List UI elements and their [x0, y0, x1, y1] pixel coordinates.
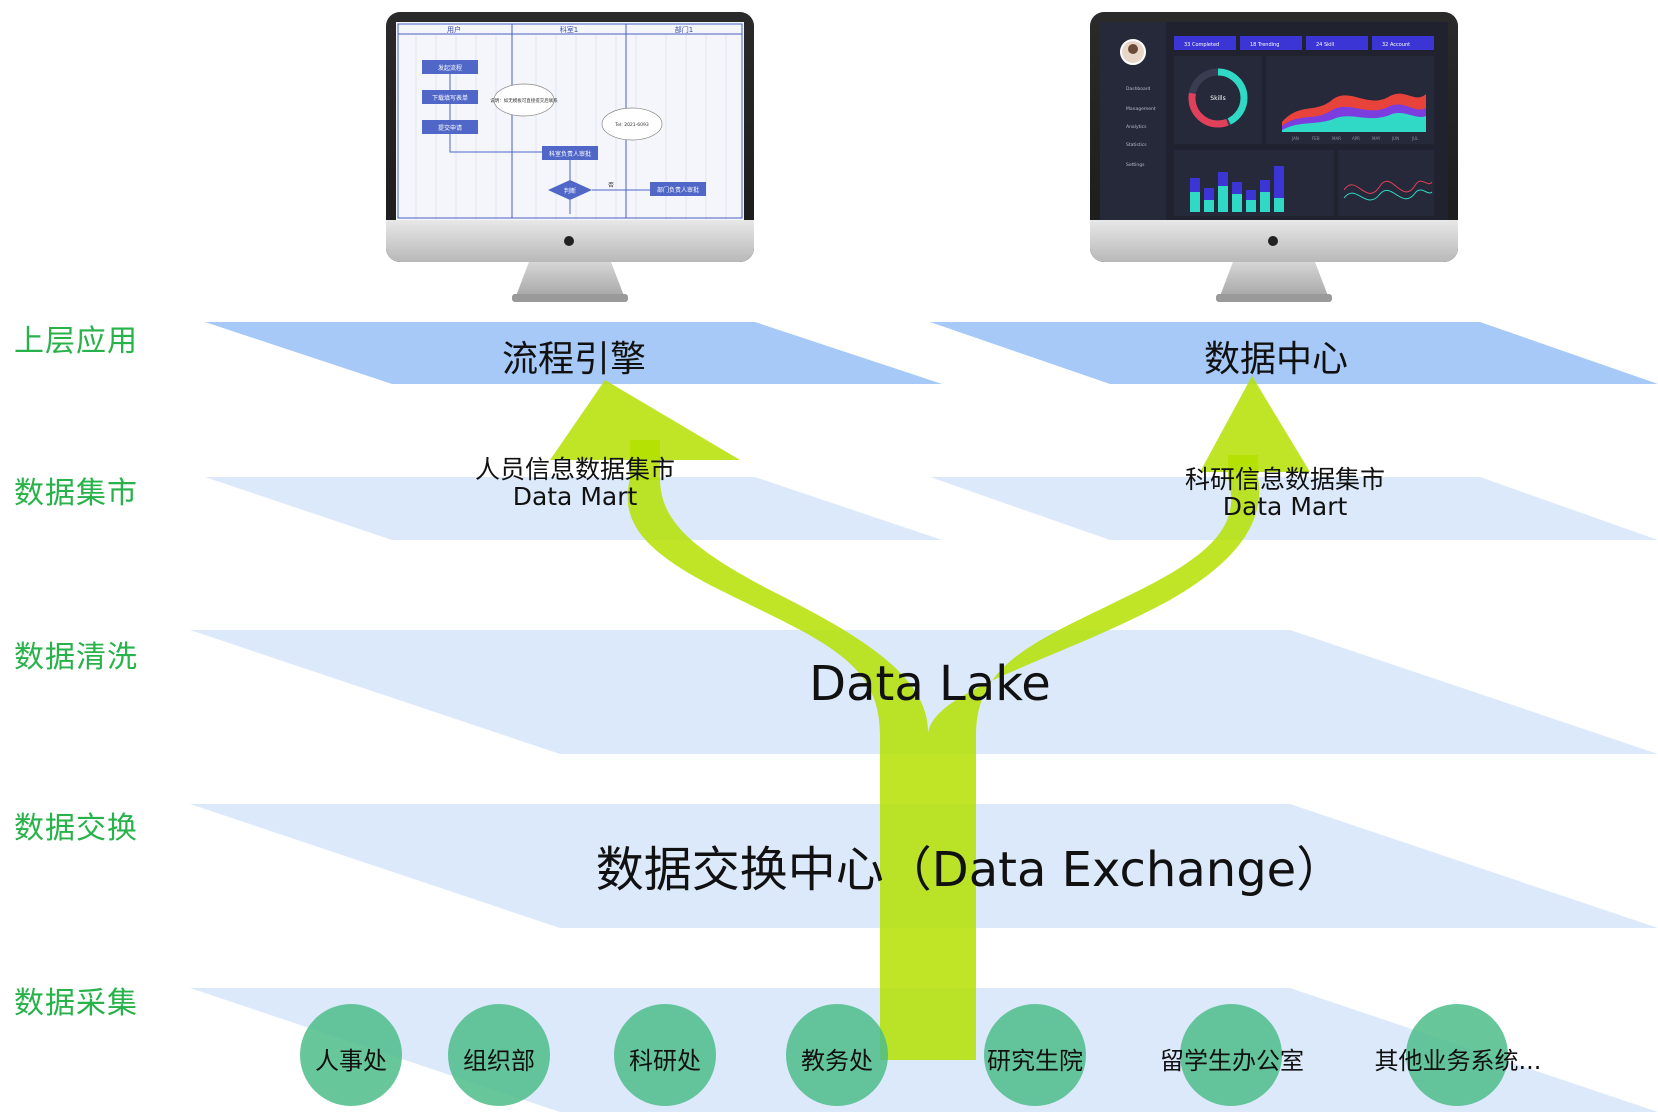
- source-label-graduate: 研究生院: [987, 1047, 1083, 1075]
- step-download: 下载填写表单: [432, 94, 468, 102]
- lane-department: 部门1: [675, 25, 693, 34]
- note-2: Tel: 2021-6093: [614, 122, 649, 128]
- month-apr: APR: [1352, 136, 1360, 141]
- monitor-workflow: 用户 科室1 部门1: [386, 12, 754, 312]
- source-node-hr: [300, 1004, 402, 1106]
- step-start: 发起流程: [438, 64, 462, 72]
- kpi-completed: 33 Completed: [1184, 42, 1219, 48]
- menu-analytics: Analytics: [1126, 124, 1147, 130]
- source-node-research: [614, 1004, 716, 1106]
- source-label-hr: 人事处: [315, 1047, 387, 1075]
- step-dept-approve: 部门负责人审批: [657, 186, 699, 194]
- plane-app-right: [930, 322, 1658, 384]
- month-jan: JAN: [1291, 136, 1299, 141]
- data-exchange-label: 数据交换中心（Data Exchange）: [595, 842, 1345, 898]
- lane-user: 用户: [447, 25, 461, 34]
- power-dot: [564, 236, 574, 246]
- source-label-research: 科研处: [629, 1047, 701, 1075]
- workflow-screen: 用户 科室1 部门1: [396, 22, 744, 220]
- plane-app-left: [205, 322, 942, 384]
- source-node-other: [1406, 1004, 1508, 1106]
- plane-mart-left: [205, 477, 942, 540]
- workflow-swimlane: 用户 科室1 部门1: [396, 22, 744, 220]
- month-mar: MAR: [1332, 136, 1341, 141]
- source-node-intl: [1180, 1004, 1282, 1106]
- mart-right-sub: Data Mart: [1222, 492, 1348, 521]
- lane-section: 科室1: [560, 25, 578, 34]
- kpi-trending: 18 Trending: [1250, 42, 1279, 48]
- plane-mart-right: [930, 477, 1658, 540]
- monitor-chin: [1090, 220, 1458, 262]
- monitor-chin: [386, 220, 754, 262]
- monitor-dashboard: Dashboard Management Analytics Statistic…: [1090, 12, 1458, 312]
- plane-cleaning: [190, 630, 1658, 754]
- kpi-account: 32 Account: [1382, 42, 1410, 48]
- monitor-stand: [1220, 262, 1328, 296]
- month-may: MAY: [1372, 136, 1381, 141]
- power-dot: [1268, 236, 1278, 246]
- monitor-foot: [1216, 294, 1332, 302]
- mart-left-sub: Data Mart: [512, 482, 638, 511]
- monitor-stand: [516, 262, 624, 296]
- app-title-datacenter: 数据中心: [1203, 339, 1348, 380]
- menu-settings: Settings: [1126, 162, 1145, 168]
- month-feb: FEB: [1312, 136, 1320, 141]
- menu-dashboard: Dashboard: [1126, 86, 1151, 92]
- step-submit: 提交申请: [438, 124, 462, 132]
- branch-label: 否: [608, 182, 614, 189]
- note-1: 说明：如无模板可直接提交后联系: [490, 97, 558, 104]
- dashboard-screen: Dashboard Management Analytics Statistic…: [1100, 22, 1448, 220]
- menu-statistics: Statistics: [1126, 142, 1147, 148]
- layer-label-cleaning: 数据清洗: [14, 640, 138, 675]
- kpi-skill: 24 Skill: [1316, 42, 1334, 48]
- layer-label-application: 上层应用: [14, 324, 138, 359]
- source-node-academic: [786, 1004, 888, 1106]
- data-lake-label: Data Lake: [809, 656, 1051, 712]
- month-jun: JUN: [1391, 136, 1399, 141]
- source-node-org: [448, 1004, 550, 1106]
- source-label-other: 其他业务系统...: [1374, 1047, 1542, 1075]
- layer-label-datamart: 数据集市: [14, 476, 138, 511]
- layer-label-collection: 数据采集: [14, 986, 138, 1021]
- source-label-academic: 教务处: [801, 1047, 873, 1075]
- step-decision: 判断: [564, 187, 576, 195]
- layer-label-exchange: 数据交换: [14, 811, 138, 846]
- dashboard-canvas: Dashboard Management Analytics Statistic…: [1100, 22, 1448, 220]
- flow-arrow: [550, 376, 1310, 1060]
- month-jul: JUL: [1411, 136, 1419, 141]
- mart-left-name: 人员信息数据集市: [474, 455, 675, 484]
- step-section-approve: 科室负责人审批: [549, 150, 591, 158]
- app-title-workflow: 流程引擎: [501, 339, 646, 380]
- menu-management: Management: [1126, 106, 1156, 112]
- monitor-foot: [512, 294, 628, 302]
- mart-right-name: 科研信息数据集市: [1184, 465, 1385, 494]
- source-label-org: 组织部: [463, 1047, 535, 1075]
- source-node-graduate: [984, 1004, 1086, 1106]
- donut-label: Skills: [1210, 95, 1225, 102]
- source-label-intl: 留学生办公室: [1160, 1047, 1304, 1075]
